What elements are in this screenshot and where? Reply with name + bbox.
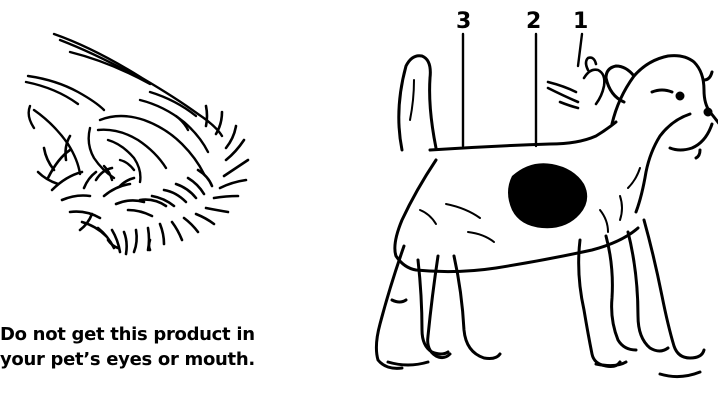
- warning-line-2: your pet’s eyes or mouth.: [0, 347, 320, 372]
- dog-head: [606, 56, 718, 212]
- hand-parting-fur-illustration: [26, 34, 248, 254]
- marker-label-3: 3: [456, 9, 471, 34]
- dog-spot-patch: [508, 163, 587, 228]
- hand: [26, 34, 222, 182]
- marker-label-2: 2: [526, 9, 541, 34]
- dog-back: [430, 122, 616, 150]
- safety-warning-text: Do not get this product in your pet’s ey…: [0, 322, 320, 372]
- dog-legs: [376, 220, 704, 377]
- applicator-hand: [548, 58, 604, 108]
- marker-label-1: 1: [573, 9, 588, 34]
- dog-illustration: [376, 34, 718, 377]
- dog-tail: [399, 56, 436, 150]
- warning-line-1: Do not get this product in: [0, 322, 320, 347]
- application-point-lines: [463, 34, 582, 146]
